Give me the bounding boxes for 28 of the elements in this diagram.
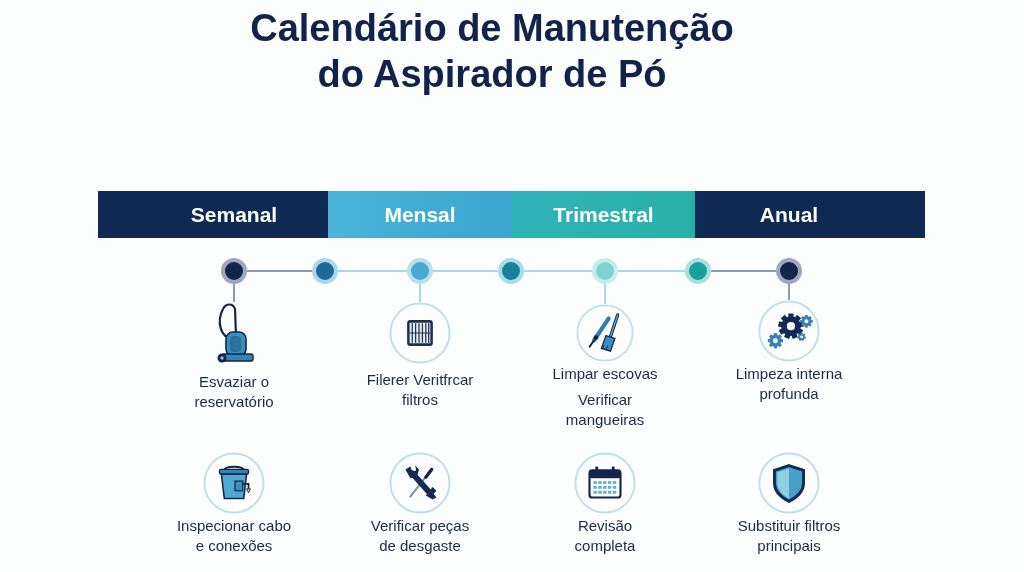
task-label: Revisão completa xyxy=(573,516,637,556)
task-label: Verificar mangueiras xyxy=(564,390,646,430)
connector-line xyxy=(788,283,790,301)
period-label: Trimestral xyxy=(553,201,654,228)
task-label: Limpeza interna profunda xyxy=(734,364,844,404)
task-label: Esvaziar o reservatório xyxy=(193,372,275,412)
connector-line xyxy=(617,270,686,272)
connector-line xyxy=(432,270,499,272)
period-band xyxy=(328,191,512,238)
period-band xyxy=(695,191,925,238)
task-label: Limpar escovas xyxy=(552,364,658,384)
task-label: Inspecionar cabo e conexões xyxy=(175,516,293,556)
connector-line xyxy=(710,270,777,272)
task-label: Verificar peças de desgaste xyxy=(369,516,471,556)
connector-line xyxy=(419,283,421,303)
task-label: Filerer Veritfrcar filtros xyxy=(365,370,475,410)
period-label: Mensal xyxy=(384,201,456,228)
task-label: Substituir filtros principais xyxy=(736,516,842,556)
period-label: Anual xyxy=(759,201,819,228)
connector-line xyxy=(523,270,593,272)
title: Calendário de Manutenção do Aspirador de Pó xyxy=(249,6,735,97)
connector-line xyxy=(337,270,408,272)
connector-line xyxy=(246,270,313,272)
period-label: Semanal xyxy=(190,201,278,228)
period-band xyxy=(98,191,328,238)
connector-line xyxy=(604,283,606,305)
period-band xyxy=(512,191,695,238)
connector-line xyxy=(233,283,235,303)
